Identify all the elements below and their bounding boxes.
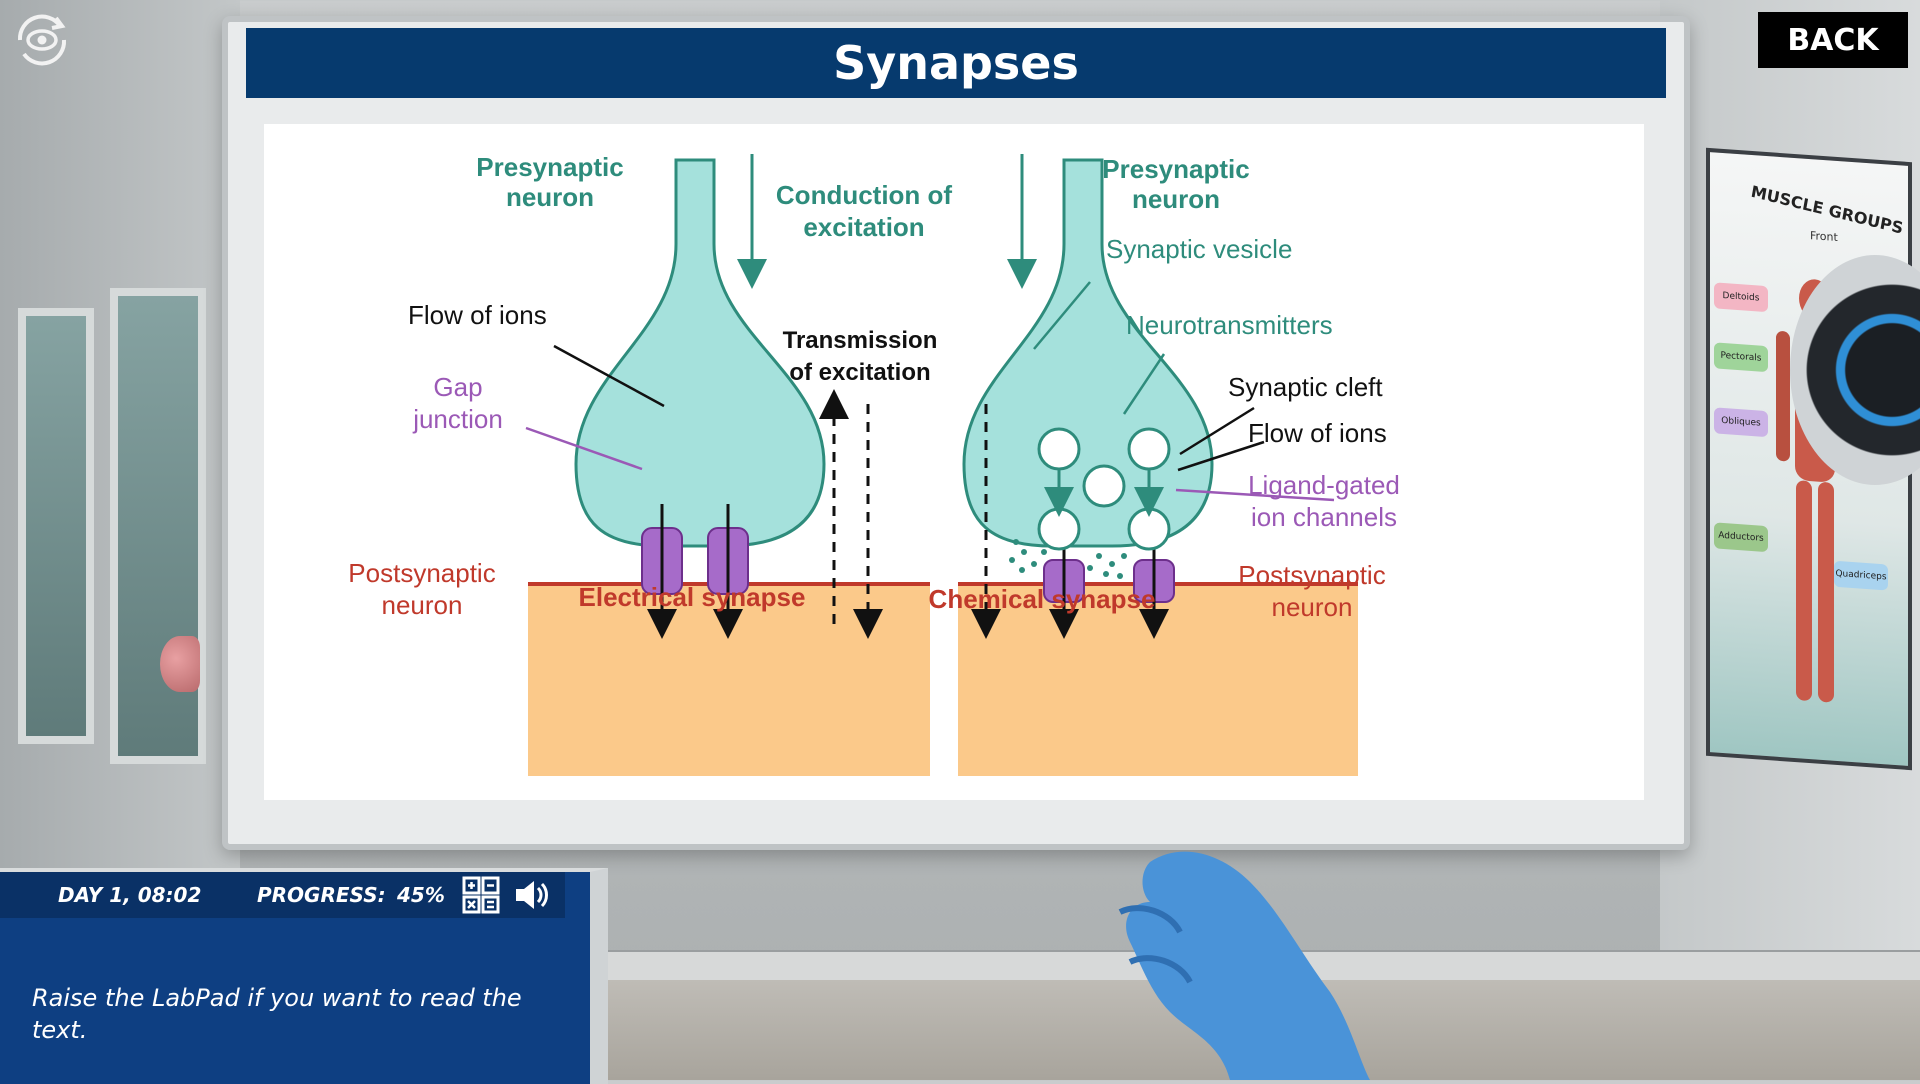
- vesicle-arrows: [1044, 469, 1164, 517]
- presentation-board: Synapses: [222, 16, 1690, 850]
- label-postsynaptic-left: Postsynaptic: [348, 558, 495, 588]
- hud-message: Raise the LabPad if you want to read the…: [32, 984, 522, 1044]
- label-synaptic-vesicle: Synaptic vesicle: [1106, 234, 1292, 264]
- label-presynaptic-right-2: neuron: [1132, 184, 1220, 214]
- transmission-arrows: [819, 389, 1001, 639]
- synaptic-vesicles: [1037, 427, 1171, 551]
- label-presynaptic-right: Presynaptic: [1102, 154, 1249, 184]
- label-gap-junction: Gap: [433, 372, 482, 402]
- label-postsynaptic-right-2: neuron: [1272, 592, 1353, 622]
- left-window-1: [18, 308, 94, 744]
- label-flow-of-ions-right: Flow of ions: [1248, 418, 1387, 448]
- label-ligand-gated-2: ion channels: [1251, 502, 1397, 532]
- label-chemical-synapse: Chemical synapse: [929, 584, 1156, 614]
- board-title: Synapses: [246, 28, 1666, 98]
- ligand-gated-channels: [1043, 544, 1175, 639]
- label-conduction-2: excitation: [803, 212, 924, 242]
- label-electrical-synapse: Electrical synapse: [579, 582, 806, 612]
- poster-tag: Obliques: [1714, 407, 1768, 438]
- neurotransmitter-dots: [1009, 539, 1127, 579]
- label-postsynaptic-right: Postsynaptic: [1238, 560, 1385, 590]
- poster-tag: Pectorals: [1714, 342, 1768, 373]
- label-postsynaptic-left-2: neuron: [382, 590, 463, 620]
- gloved-hand: [1118, 851, 1370, 1080]
- leader-lines: [553, 344, 1265, 472]
- label-neurotransmitters: Neurotransmitters: [1126, 310, 1333, 340]
- label-ligand-gated: Ligand-gated: [1248, 470, 1400, 500]
- synapse-diagram: Presynaptic neuron Conduction of excitat…: [348, 152, 1400, 776]
- left-window-2: [110, 288, 206, 764]
- poster-tag: Deltoids: [1714, 282, 1768, 313]
- progress-value: 45%: [397, 883, 445, 907]
- brain-model: [160, 636, 200, 692]
- labpad-hud: DAY 1, 08:02 PROGRESS: 45%: [0, 868, 608, 1084]
- back-button[interactable]: BACK: [1758, 12, 1908, 68]
- poster-tag: Adductors: [1714, 522, 1768, 553]
- label-gap-junction-2: junction: [412, 404, 503, 434]
- label-presynaptic-left: Presynaptic: [476, 152, 623, 182]
- calculator-icon[interactable]: [462, 876, 500, 914]
- speaker-icon[interactable]: [512, 876, 550, 914]
- board-content: Presynaptic neuron Conduction of excitat…: [264, 124, 1644, 800]
- label-synaptic-cleft: Synaptic cleft: [1228, 372, 1383, 402]
- label-flow-of-ions-left: Flow of ions: [408, 300, 547, 330]
- poster-subtitle: Front: [1810, 229, 1838, 245]
- day-time: DAY 1, 08:02: [58, 883, 202, 907]
- label-presynaptic-left-2: neuron: [506, 182, 594, 212]
- view-rotate-icon[interactable]: [10, 8, 74, 72]
- progress-label: PROGRESS:: [257, 883, 386, 907]
- label-conduction: Conduction of: [776, 180, 953, 210]
- poster-tag: Quadriceps: [1834, 560, 1888, 591]
- label-transmission: Transmission: [783, 327, 938, 354]
- gap-junction-channels: [641, 504, 749, 639]
- robot-eye-device: [1790, 255, 1920, 485]
- hud-status-bar: DAY 1, 08:02 PROGRESS: 45%: [0, 872, 565, 918]
- label-transmission-2: of excitation: [789, 359, 930, 386]
